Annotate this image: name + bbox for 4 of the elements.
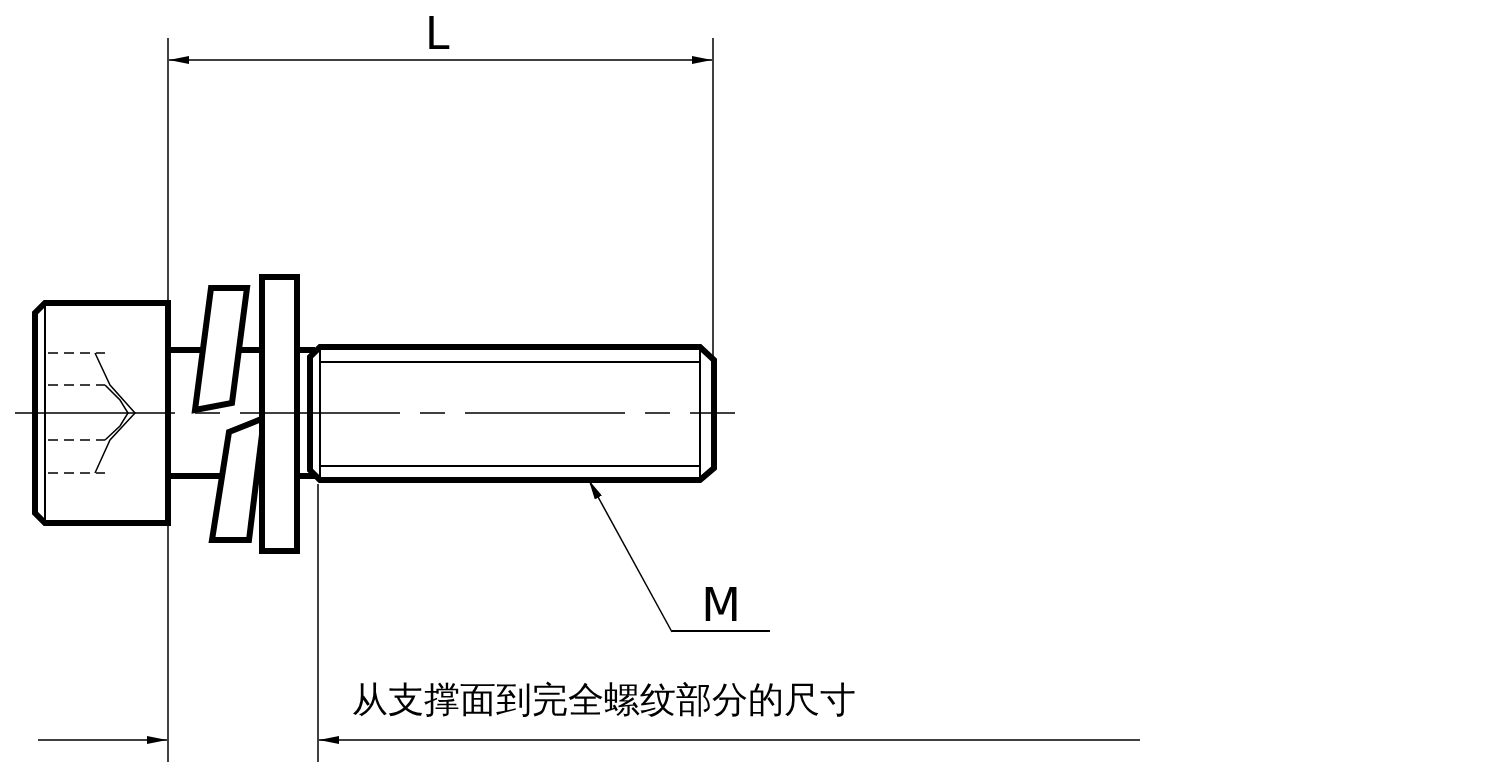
thread-drawing bbox=[307, 344, 717, 483]
dimension-note: 从支撑面到完全螺纹部分的尺寸 bbox=[352, 682, 856, 718]
dimension-label: L bbox=[425, 12, 450, 56]
callout-label: M bbox=[672, 580, 770, 632]
